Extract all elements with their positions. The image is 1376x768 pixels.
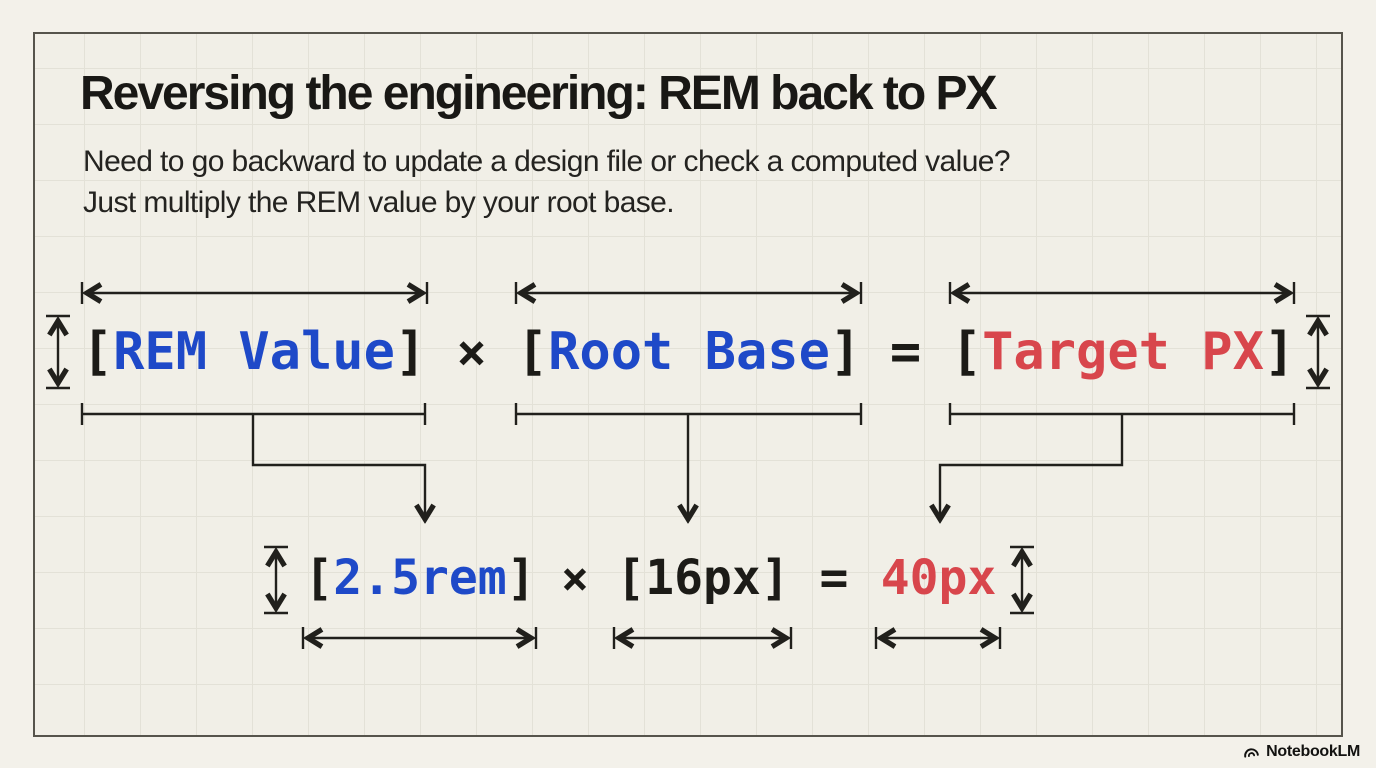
page-title: Reversing the engineering: REM back to P… — [80, 67, 998, 120]
example-term-base: [16px] — [614, 545, 792, 611]
branding: NotebookLM — [1242, 743, 1360, 761]
notebooklm-wordmark: NotebookLM — [1266, 743, 1360, 760]
formula-term-rem-value: [REM Value] — [80, 317, 428, 387]
term-label: 2.5rem — [333, 550, 507, 606]
open-bracket: [ — [616, 550, 646, 606]
term-label: Root Base — [548, 322, 830, 382]
multiply-operator-row2: × — [561, 551, 589, 605]
multiply-operator-row1: × — [456, 323, 487, 381]
close-bracket: ] — [1263, 322, 1296, 382]
term-label: 16px — [645, 550, 761, 606]
close-bracket: ] — [506, 550, 536, 606]
equals-operator-row1: = — [889, 322, 922, 382]
open-bracket: [ — [516, 322, 549, 382]
formula-term-root-base: [Root Base] — [516, 317, 862, 387]
subtitle-line-1: Need to go backward to update a design f… — [83, 145, 1011, 178]
formula-term-target-px: [Target PX] — [948, 317, 1298, 387]
grid-canvas-frame — [33, 32, 1343, 737]
example-result: 40px — [880, 550, 997, 606]
page-subtitle: Need to go backward to update a design f… — [83, 141, 1011, 223]
term-label: REM Value — [113, 322, 395, 382]
notebooklm-logo-icon — [1244, 748, 1259, 758]
term-label: Target PX — [982, 322, 1264, 382]
open-bracket: [ — [81, 322, 114, 382]
subtitle-line-2: Just multiply the REM value by your root… — [83, 186, 675, 219]
open-bracket: [ — [950, 322, 983, 382]
close-bracket: ] — [829, 322, 862, 382]
close-bracket: ] — [760, 550, 790, 606]
open-bracket: [ — [304, 550, 334, 606]
close-bracket: ] — [394, 322, 427, 382]
example-term-rem: [2.5rem] — [303, 545, 537, 611]
equals-operator-row2: = — [819, 550, 849, 606]
